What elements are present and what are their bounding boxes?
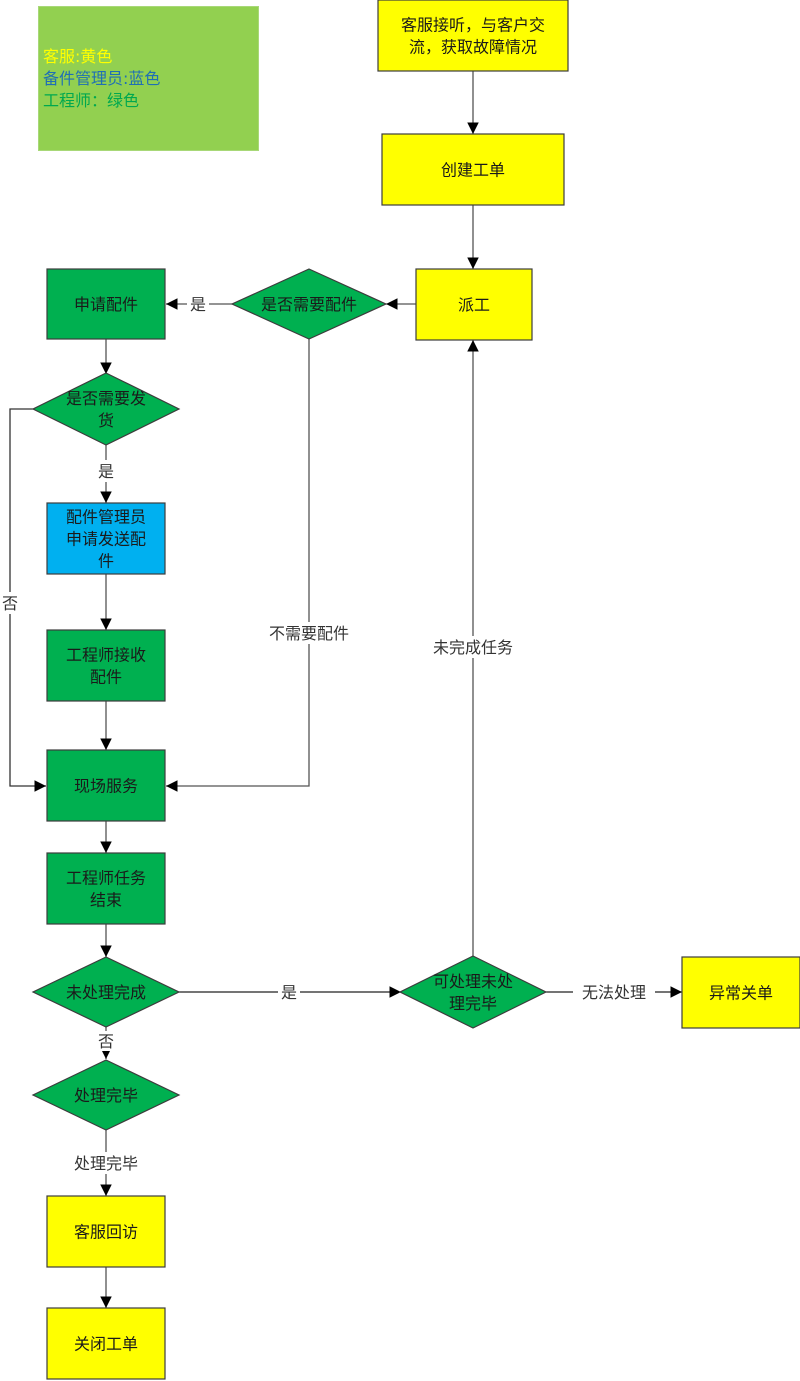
legend-engineer: 工程师：绿色 (43, 91, 140, 110)
edge-needparts-no-to-onsite (166, 339, 310, 792)
node-not-completed: 未处理完成 (31, 956, 181, 1028)
node-label: 理完毕 (449, 994, 497, 1013)
process-box (681, 956, 800, 1029)
node-create-ticket: 创建工单 (381, 133, 565, 206)
svg-text:是: 是 (98, 462, 114, 481)
node-label: 件 (98, 552, 114, 571)
node-handling-done: 处理完毕 (31, 1059, 181, 1131)
svg-text:处理完毕: 处理完毕 (74, 1154, 138, 1173)
node-customer-callback: 客服回访 (46, 1195, 166, 1268)
svg-text:否: 否 (98, 1032, 114, 1051)
edge-label-no-ship: 否 (0, 592, 20, 614)
node-onsite-service: 现场服务 (46, 749, 166, 822)
node-label: 客服回访 (74, 1223, 138, 1242)
svg-text:是: 是 (190, 295, 206, 314)
node-label: 结束 (90, 891, 122, 910)
edge-label-no-parts-needed: 不需要配件 (258, 622, 360, 644)
node-label: 未处理完成 (66, 983, 146, 1002)
edge-label-task-unfinished: 未完成任务 (422, 636, 524, 658)
node-label: 配件管理员 (66, 508, 146, 527)
edge-label-yes-unfinished: 是 (278, 981, 300, 1003)
node-label: 是否需要发 (66, 389, 146, 408)
node-label: 客服接听，与客户交 (401, 16, 545, 35)
node-label: 处理完毕 (74, 1086, 138, 1105)
node-abnormal-close: 异常关单 (681, 956, 800, 1029)
node-need-parts: 是否需要配件 (230, 268, 388, 340)
node-label: 货 (98, 411, 114, 430)
edge-label-yes-apply: 是 (187, 293, 209, 315)
node-label: 异常关单 (709, 984, 773, 1003)
process-box (46, 268, 166, 340)
process-box (377, 0, 569, 72)
node-apply-parts: 申请配件 (46, 268, 166, 340)
decision-diamond (398, 955, 548, 1029)
decision-diamond (31, 372, 181, 446)
node-close-ticket: 关闭工单 (46, 1307, 166, 1380)
decision-diamond (31, 956, 181, 1028)
node-label: 可处理未处 (433, 972, 513, 991)
node-label: 申请配件 (74, 295, 138, 314)
node-label: 流，获取故障情况 (409, 38, 537, 57)
node-label: 申请发送配 (66, 530, 146, 549)
edge-label-handling-done: 处理完毕 (64, 1152, 148, 1174)
edge-label-yes-ship: 是 (95, 460, 117, 482)
process-box (415, 268, 533, 341)
legend-customer-service: 客服:黄色 (43, 47, 113, 66)
node-label: 派工 (458, 296, 490, 315)
svg-text:不需要配件: 不需要配件 (269, 624, 349, 643)
node-dispatch: 派工 (415, 268, 533, 341)
process-box (381, 133, 565, 206)
node-label: 工程师接收 (66, 646, 146, 665)
edge-label-no-done: 否 (96, 1031, 116, 1051)
decision-diamond (31, 1059, 181, 1131)
process-box (46, 1195, 166, 1268)
process-box (46, 749, 166, 822)
svg-text:否: 否 (2, 594, 18, 613)
svg-text:无法处理: 无法处理 (582, 983, 646, 1002)
svg-text:未完成任务: 未完成任务 (433, 638, 513, 657)
node-label: 工程师任务 (66, 869, 146, 888)
legend-parts-manager: 备件管理员:蓝色 (43, 69, 161, 88)
process-box (46, 629, 166, 702)
svg-text:是: 是 (281, 983, 297, 1002)
node-label: 关闭工单 (74, 1335, 138, 1354)
node-label: 配件 (90, 668, 122, 687)
node-label: 现场服务 (74, 777, 138, 796)
legend-box: 客服:黄色 备件管理员:蓝色 工程师：绿色 (38, 6, 259, 151)
process-box (46, 1307, 166, 1380)
decision-diamond (230, 268, 388, 340)
process-box (46, 852, 166, 925)
process-box (46, 502, 166, 575)
node-label: 创建工单 (441, 161, 505, 180)
node-label: 是否需要配件 (261, 295, 357, 314)
edge-label-cannot-handle: 无法处理 (573, 981, 655, 1003)
